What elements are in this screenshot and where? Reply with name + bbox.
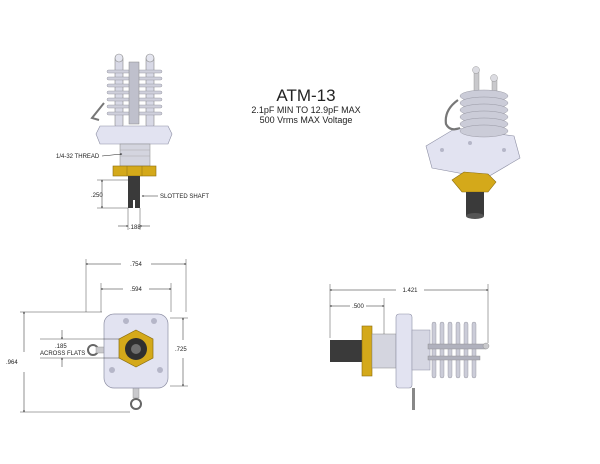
side-nut xyxy=(361,325,373,377)
flats-label: ACROSS FLATS xyxy=(40,351,85,357)
side-shaft xyxy=(330,340,364,362)
front-shaft xyxy=(128,176,140,208)
isometric-view xyxy=(425,66,521,219)
iso-shaft xyxy=(466,192,484,216)
front-rotor xyxy=(128,61,140,125)
shaft-length-value: .250 xyxy=(91,193,103,199)
title-block: ATM-13 2.1pF MIN TO 12.9pF MAX 500 Vrms … xyxy=(251,86,360,125)
capacitance-spec: 2.1pF MIN TO 12.9pF MAX xyxy=(251,105,360,115)
front-bushing xyxy=(119,143,151,167)
front-view: 1/4-32 THREAD SLOTTED SHAFT .250 .188 xyxy=(56,53,209,231)
side-shaft-length-value: .500 xyxy=(352,304,364,310)
height-inner-value: .725 xyxy=(175,347,187,353)
side-view: 1.421 .500 xyxy=(329,284,490,410)
iso-plate-stack xyxy=(459,89,509,138)
front-nut xyxy=(112,165,157,177)
width-outer-value: .754 xyxy=(130,262,142,268)
front-terminal xyxy=(90,102,105,121)
side-plate-stack xyxy=(431,321,477,379)
thread-label: 1/4-32 THREAD xyxy=(56,154,100,160)
flats-value: .185 xyxy=(55,344,67,350)
front-plate-stack xyxy=(106,69,163,116)
iso-nut xyxy=(451,171,497,193)
iso-body xyxy=(425,127,521,179)
front-body xyxy=(95,125,173,145)
shaft-diameter-value: .188 xyxy=(129,225,141,231)
width-inner-value: .594 xyxy=(130,287,142,293)
model-title: ATM-13 xyxy=(276,86,335,105)
voltage-spec: 500 Vrms MAX Voltage xyxy=(260,115,353,125)
side-bushing xyxy=(371,333,397,369)
overall-length-value: 1.421 xyxy=(402,288,418,294)
height-outer-value: .964 xyxy=(6,360,18,366)
top-view: .754 .594 .964 .725 .185 ACROSS FLATS xyxy=(6,259,188,413)
iso-terminal xyxy=(444,99,461,131)
shaft-label: SLOTTED SHAFT xyxy=(160,194,209,200)
side-body xyxy=(395,313,413,389)
